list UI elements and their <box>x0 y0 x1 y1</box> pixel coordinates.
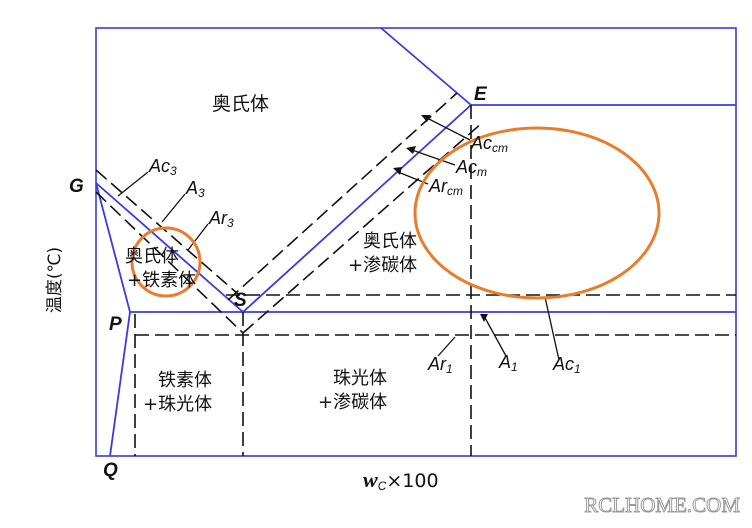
accm-line <box>227 92 458 301</box>
region-pearlite-cementite-line2: +渗碳体 <box>318 392 387 413</box>
label-ar3: Ar3 <box>208 208 234 230</box>
leader-lines <box>117 117 560 361</box>
region-pearlite-cementite-line1: 珠光体 <box>333 368 387 389</box>
diagram-frame <box>95 27 737 457</box>
gp-line <box>95 182 131 313</box>
point-q: Q <box>103 460 118 481</box>
label-a1: A1 <box>498 352 518 374</box>
region-ferrite-pearlite-line1: 铁素体 <box>158 370 212 391</box>
highlight-circles <box>130 126 661 300</box>
region-ferrite-pearlite-line2: +珠光体 <box>143 394 212 415</box>
label-a3: A3 <box>185 178 205 200</box>
label-ac3: Ac3 <box>148 156 177 178</box>
highlight-circle-large <box>413 126 661 300</box>
upper-e-line <box>380 27 472 106</box>
transformation-lines <box>95 92 736 456</box>
region-aus-cementite-line2: +渗碳体 <box>348 255 417 276</box>
pq-line <box>109 311 131 457</box>
point-e: E <box>474 84 488 105</box>
region-aus-cementite-line1: 奥氏体 <box>363 231 417 252</box>
region-aus-ferrite-line1: 奥氏体 <box>125 246 179 267</box>
ac3-line <box>95 169 239 295</box>
highlight-circle-small <box>130 226 202 298</box>
x-axis-label: wC×100 <box>363 467 439 493</box>
label-arcm: Arcm <box>428 176 463 198</box>
label-ar1: Ar1 <box>427 354 453 376</box>
se-line <box>242 104 472 313</box>
label-accm: Accm <box>470 133 508 155</box>
arcm-line <box>242 121 484 334</box>
watermark: RCLHOME.COM <box>584 493 740 517</box>
point-s: S <box>234 290 247 311</box>
region-austenite: 奥氏体 <box>212 93 269 115</box>
point-g: G <box>69 176 84 197</box>
arrowheads <box>393 115 488 322</box>
region-aus-ferrite-line2: +铁素体 <box>127 270 196 291</box>
y-axis-label: 温度(℃) <box>45 247 65 313</box>
gs-line <box>95 182 244 313</box>
label-acm: Acm <box>455 157 487 179</box>
equilibrium-lines <box>95 27 736 457</box>
point-p: P <box>109 314 122 335</box>
ar3-line <box>95 191 244 334</box>
label-ac1: Ac1 <box>552 354 581 376</box>
